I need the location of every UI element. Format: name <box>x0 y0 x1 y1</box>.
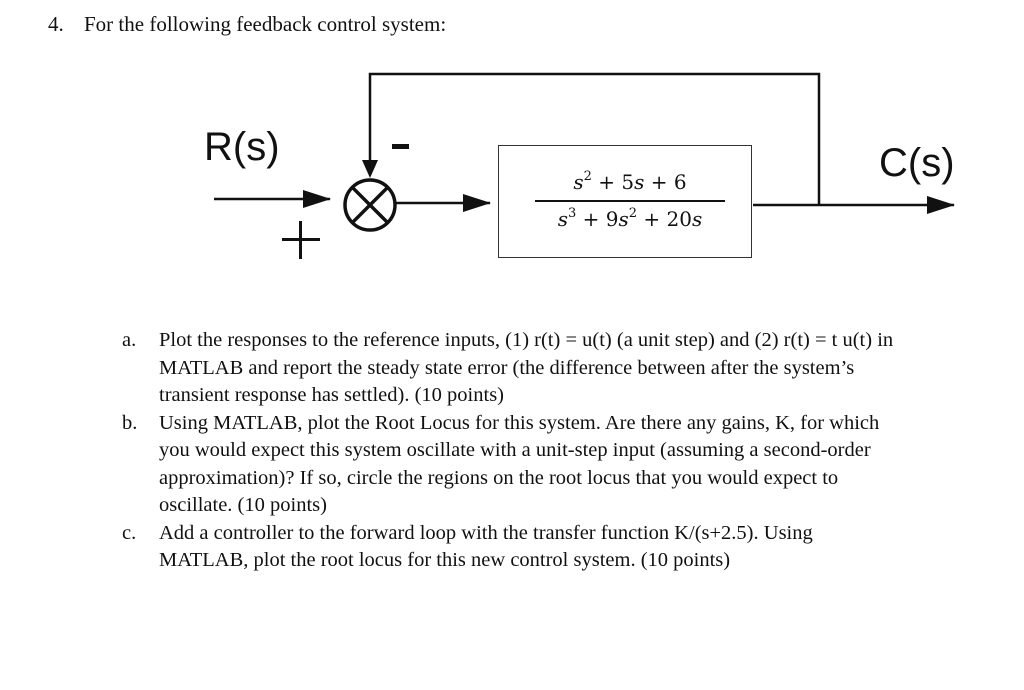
part-letter: b. <box>122 411 138 434</box>
part-b-line: approximation)? If so, circle the region… <box>159 466 839 489</box>
tf-denominator: s3 + 9s2 + 20s <box>557 205 703 231</box>
tf-fraction-bar <box>535 200 725 202</box>
feedback-arrowhead <box>362 160 378 178</box>
question-parts: a. Plot the responses to the reference i… <box>122 327 1002 575</box>
plus-sign-vertical <box>299 221 302 259</box>
part-b-line: Using MATLAB, plot the Root Locus for th… <box>159 411 880 434</box>
part-c: c. Add a controller to the forward loop … <box>122 520 1002 575</box>
summing-junction <box>343 178 397 232</box>
transfer-function-block <box>498 145 752 258</box>
part-b-line: oscillate. (10 points) <box>159 494 327 516</box>
part-letter: c. <box>122 521 137 544</box>
part-letter: a. <box>122 329 137 351</box>
part-a-line: MATLAB and report the steady state error… <box>159 356 855 379</box>
output-label: C(s) <box>879 141 955 185</box>
question-number: 4. <box>48 12 64 36</box>
part-a: a. Plot the responses to the reference i… <box>122 327 1002 410</box>
minus-sign <box>392 144 409 149</box>
input-label: R(s) <box>204 125 280 169</box>
feedback-path <box>366 72 821 205</box>
part-b: b. Using MATLAB, plot the Root Locus for… <box>122 410 1002 520</box>
question-title: For the following feedback control syste… <box>84 12 447 36</box>
question-heading: 4. For the following feedback control sys… <box>48 12 446 37</box>
part-a-line: Plot the responses to the reference inpu… <box>159 329 894 351</box>
part-a-line: transient response has settled). (10 poi… <box>159 384 505 406</box>
part-c-line: Add a controller to the forward loop wit… <box>159 521 813 544</box>
tf-numerator: s2 + 5s + 6 <box>573 169 687 194</box>
part-b-line: you would expect this system oscillate w… <box>159 439 871 461</box>
part-c-line: MATLAB, plot the root locus for this new… <box>159 549 731 571</box>
transfer-function: s2 + 5s + 6 s3 + 9s2 + 20s <box>535 170 725 231</box>
